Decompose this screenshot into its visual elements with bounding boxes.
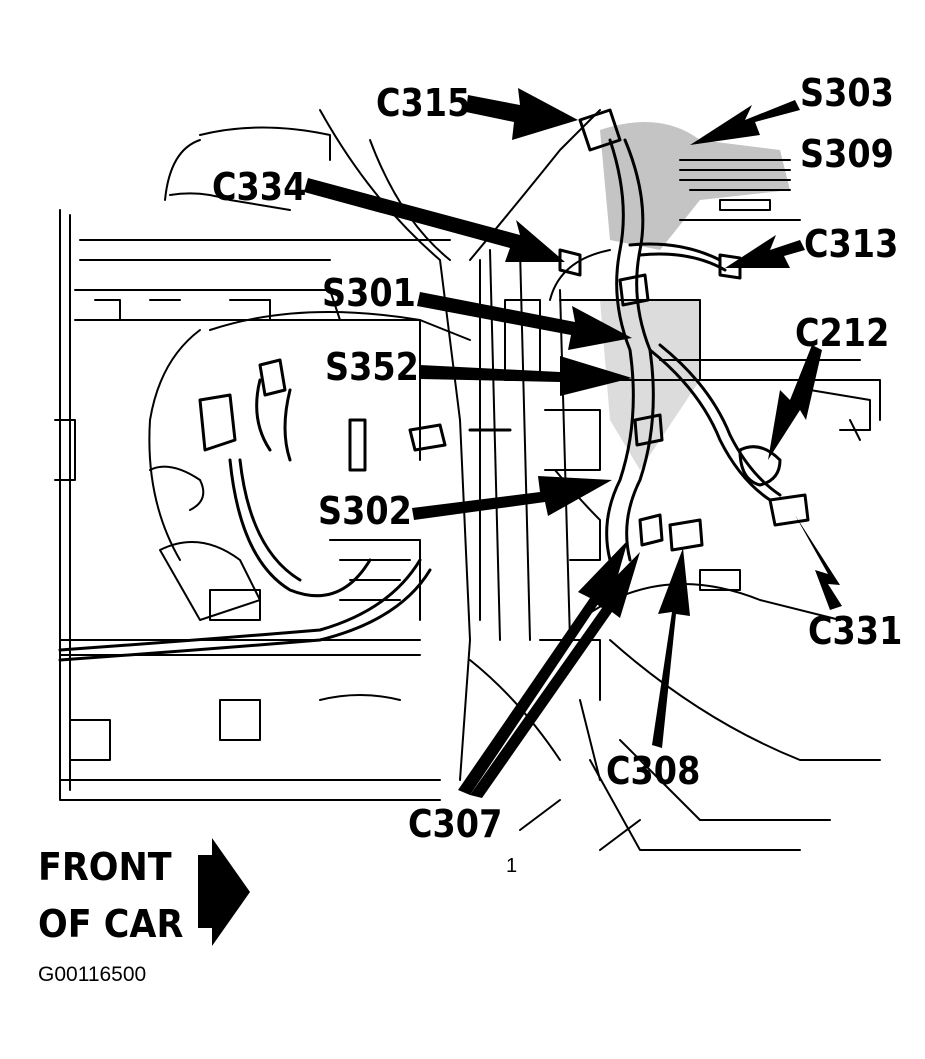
label-c334: C334 xyxy=(212,165,307,209)
label-s301: S301 xyxy=(322,271,416,315)
shaded-areas xyxy=(600,122,790,470)
label-c315: C315 xyxy=(376,81,471,125)
label-s303: S303 xyxy=(800,71,894,115)
body-panels xyxy=(54,126,451,801)
leader-arrows xyxy=(198,88,842,946)
front-of-car-line1: FRONT xyxy=(38,845,172,889)
label-s302: S302 xyxy=(318,489,412,533)
wiring-harness xyxy=(58,108,810,662)
label-s352: S352 xyxy=(325,345,419,389)
label-c308: C308 xyxy=(606,749,701,793)
figure-mark: 1 xyxy=(506,855,518,877)
label-c313: C313 xyxy=(804,222,899,266)
label-c307: C307 xyxy=(408,802,503,846)
front-of-car-line2: OF CAR xyxy=(38,902,184,946)
figure-id: G00116500 xyxy=(38,963,147,986)
label-c212: C212 xyxy=(795,311,890,355)
label-c331: C331 xyxy=(808,609,903,653)
label-s309: S309 xyxy=(800,132,894,176)
